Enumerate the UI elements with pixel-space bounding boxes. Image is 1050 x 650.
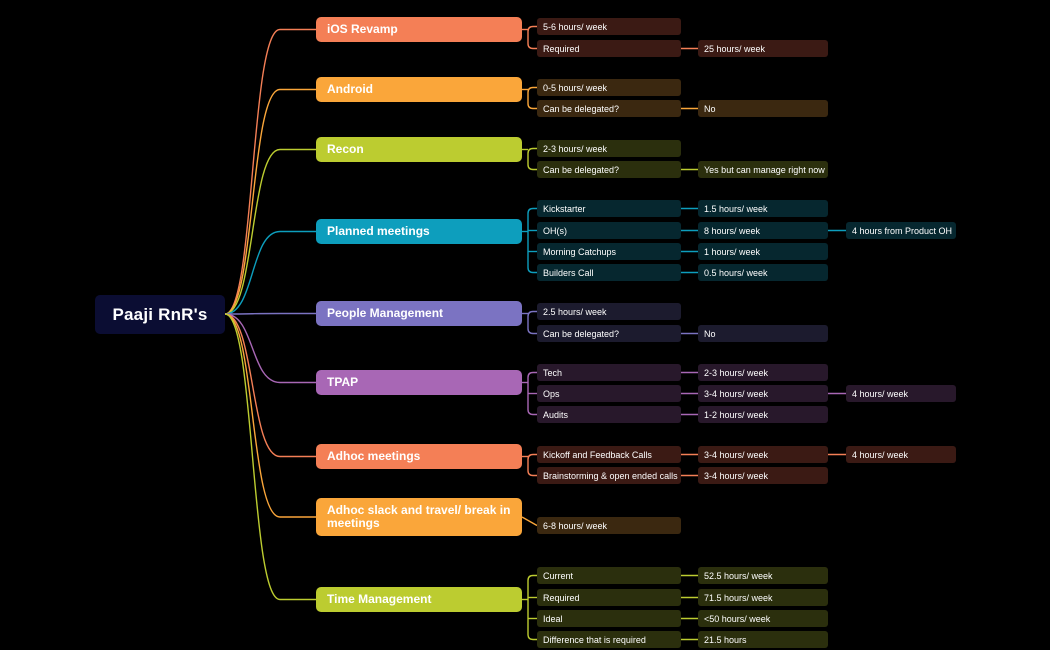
value-node[interactable]: 1 hours/ week <box>698 243 828 260</box>
branch-child-link <box>527 574 537 581</box>
branch-child-link <box>527 409 537 416</box>
child-node[interactable]: 6-8 hours/ week <box>537 517 681 534</box>
child-node[interactable]: 5-6 hours/ week <box>537 18 681 35</box>
child-node[interactable]: Difference that is required <box>537 631 681 648</box>
branch-node[interactable]: Adhoc meetings <box>316 444 522 469</box>
root-branch-link <box>224 148 316 315</box>
child-node[interactable]: Can be delegated? <box>537 100 681 117</box>
value-node[interactable]: Yes but can manage right now <box>698 161 828 178</box>
branch-node[interactable]: TPAP <box>316 370 522 395</box>
root-branch-link <box>224 313 316 458</box>
branch-node[interactable]: Planned meetings <box>316 219 522 244</box>
value-node[interactable]: No <box>698 100 828 117</box>
branch-node[interactable]: iOS Revamp <box>316 17 522 42</box>
child-node[interactable]: 2-3 hours/ week <box>537 140 681 157</box>
child-node[interactable]: 0-5 hours/ week <box>537 79 681 96</box>
value-node[interactable]: <50 hours/ week <box>698 610 828 627</box>
extra-node[interactable]: 4 hours/ week <box>846 385 956 402</box>
extra-node[interactable]: 4 hours/ week <box>846 446 956 463</box>
child-node[interactable]: Builders Call <box>537 264 681 281</box>
child-node[interactable]: Morning Catchups <box>537 243 681 260</box>
child-node[interactable]: Can be delegated? <box>537 325 681 342</box>
child-node[interactable]: Audits <box>537 406 681 423</box>
branch-node[interactable]: People Management <box>316 301 522 326</box>
value-node[interactable]: 2-3 hours/ week <box>698 364 828 381</box>
branch-child-link <box>527 470 537 477</box>
child-node[interactable]: Tech <box>537 364 681 381</box>
root-node[interactable]: Paaji RnR's <box>95 295 225 334</box>
branch-node[interactable]: Recon <box>316 137 522 162</box>
child-node[interactable]: OH(s) <box>537 222 681 239</box>
root-branch-link <box>224 230 316 315</box>
branch-child-link <box>527 147 537 154</box>
branch-node[interactable]: Time Management <box>316 587 522 612</box>
value-node[interactable]: 1-2 hours/ week <box>698 406 828 423</box>
value-node[interactable]: 3-4 hours/ week <box>698 385 828 402</box>
branch-node[interactable]: Adhoc slack and travel/ break in meeting… <box>316 498 522 536</box>
root-branch-link <box>224 313 316 518</box>
value-node[interactable]: 25 hours/ week <box>698 40 828 57</box>
branch-child-link <box>527 43 537 50</box>
branch-child-link <box>527 310 537 317</box>
child-node[interactable]: Ideal <box>537 610 681 627</box>
branch-child-link <box>527 371 537 378</box>
branch-child-link <box>521 516 538 527</box>
root-branch-link <box>224 312 316 315</box>
child-node[interactable]: Required <box>537 40 681 57</box>
value-node[interactable]: 8 hours/ week <box>698 222 828 239</box>
branch-node[interactable]: Android <box>316 77 522 102</box>
value-node[interactable]: 21.5 hours <box>698 631 828 648</box>
value-node[interactable]: 3-4 hours/ week <box>698 467 828 484</box>
branch-child-link <box>527 103 537 110</box>
value-node[interactable]: 3-4 hours/ week <box>698 446 828 463</box>
branch-child-link <box>527 164 537 171</box>
child-node[interactable]: Ops <box>537 385 681 402</box>
value-node[interactable]: 0.5 hours/ week <box>698 264 828 281</box>
branch-child-link <box>527 267 537 274</box>
branch-child-link <box>527 25 537 32</box>
child-node[interactable]: Current <box>537 567 681 584</box>
child-node[interactable]: Kickoff and Feedback Calls <box>537 446 681 463</box>
child-node[interactable]: Can be delegated? <box>537 161 681 178</box>
branch-child-link <box>527 634 537 641</box>
extra-node[interactable]: 4 hours from Product OH <box>846 222 956 239</box>
child-node[interactable]: 2.5 hours/ week <box>537 303 681 320</box>
child-node[interactable]: Required <box>537 589 681 606</box>
branch-child-link <box>527 86 537 93</box>
root-branch-link <box>224 313 316 601</box>
value-node[interactable]: 1.5 hours/ week <box>698 200 828 217</box>
value-node[interactable]: 71.5 hours/ week <box>698 589 828 606</box>
branch-child-link <box>527 453 537 460</box>
root-branch-link <box>224 28 316 315</box>
root-branch-link <box>224 313 316 384</box>
branch-child-link <box>527 328 537 335</box>
root-branch-link <box>224 88 316 315</box>
value-node[interactable]: 52.5 hours/ week <box>698 567 828 584</box>
value-node[interactable]: No <box>698 325 828 342</box>
child-node[interactable]: Kickstarter <box>537 200 681 217</box>
child-node[interactable]: Brainstorming & open ended calls <box>537 467 681 484</box>
branch-child-link <box>527 207 537 214</box>
